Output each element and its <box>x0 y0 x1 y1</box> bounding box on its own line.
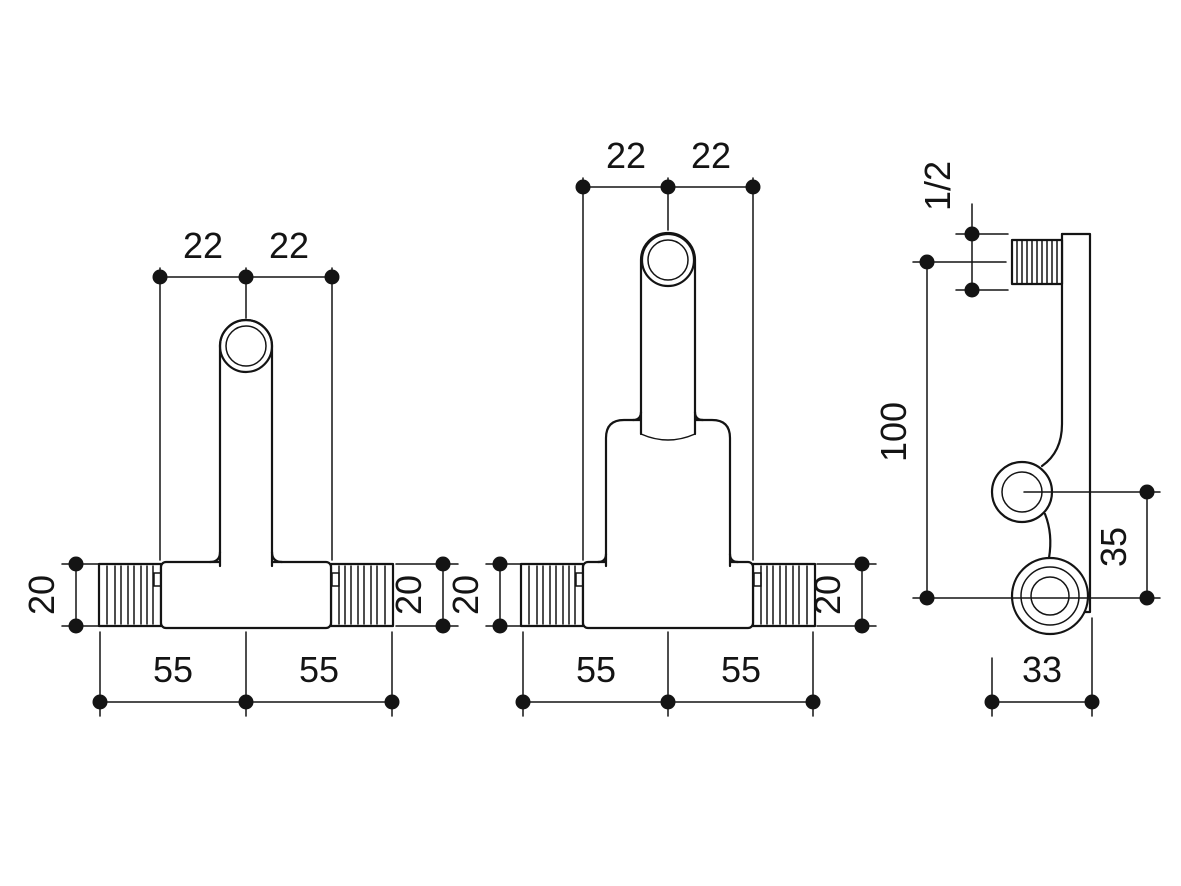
dim-label: 20 <box>21 575 62 615</box>
dim-label: 20 <box>807 575 848 615</box>
body-contour <box>1043 512 1052 560</box>
pipe-end-curve <box>640 433 696 441</box>
pipe-bracket-fillet-left <box>631 410 643 422</box>
bracket-base-fillet-left <box>596 552 608 564</box>
pipe-opening-outer <box>640 232 696 288</box>
dim-label: 22 <box>691 135 731 176</box>
tee-fitting-body <box>519 560 817 630</box>
front-view-bracket: 22 22 20 20 55 55 <box>445 135 877 717</box>
side-view-dimensions: 1/2 100 35 33 <box>873 161 1161 717</box>
dim-label: 55 <box>299 649 339 690</box>
pipe-opening-inner <box>225 325 267 367</box>
pipe-bracket-fillet-right <box>693 410 705 422</box>
dim-label: 33 <box>1022 649 1062 690</box>
dim-label: 22 <box>606 135 646 176</box>
dim-label: 20 <box>445 575 486 615</box>
mounting-bracket <box>604 418 732 568</box>
riser-pipe <box>218 318 274 568</box>
dim-label: 100 <box>873 402 914 462</box>
wall-plate-right-edge <box>1060 232 1092 614</box>
bracket-base-fillet-right <box>728 552 740 564</box>
pipe-opening-outer <box>218 318 274 374</box>
wall-plate-left-edge <box>1040 232 1064 468</box>
front-view-dimensions: 22 22 20 20 55 55 <box>21 225 459 717</box>
pipe-base-fillet-left <box>208 550 222 564</box>
front-view-straight: 22 22 20 20 55 55 <box>21 225 459 717</box>
dim-label: 22 <box>183 225 223 266</box>
outlet-mid <box>1020 566 1080 626</box>
dim-label: 22 <box>269 225 309 266</box>
pipe-base-fillet-right <box>270 550 284 564</box>
dim-label: 55 <box>576 649 616 690</box>
dim-label: 20 <box>388 575 429 615</box>
tee-fitting-body <box>97 560 395 630</box>
bracket-view-dimensions: 22 22 20 20 55 55 <box>445 135 877 717</box>
riser-pipe <box>639 231 697 436</box>
dim-label: 55 <box>153 649 193 690</box>
dim-label: 35 <box>1093 527 1134 567</box>
outlet-inner <box>1030 576 1070 616</box>
pipe-opening-inner <box>647 239 689 281</box>
side-view: 1/2 100 35 33 <box>873 161 1161 717</box>
dim-label: 1/2 <box>917 161 958 211</box>
outlet-outer <box>1010 556 1090 636</box>
dim-label: 55 <box>721 649 761 690</box>
